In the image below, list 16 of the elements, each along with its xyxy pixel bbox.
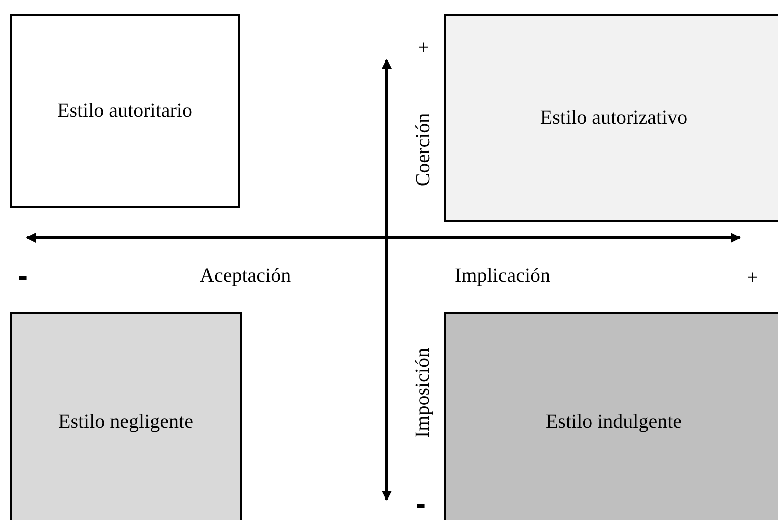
axis-label: Aceptación [200, 266, 292, 286]
axis-label: Imposición [413, 348, 433, 438]
minus-sign: - [18, 262, 28, 292]
quadrant-label: Estilo autorizativo [540, 106, 688, 130]
plus-sign: + [747, 268, 758, 288]
quadrant-box [10, 312, 242, 520]
plus-sign: + [418, 38, 430, 58]
quadrant-box [10, 14, 240, 208]
quadrant-label: Estilo negligente [58, 410, 194, 434]
axis-label: Coerción [413, 113, 434, 187]
minus-sign: - [416, 490, 426, 520]
quadrant-label: Estilo autoritario [58, 100, 192, 122]
quadrant-box [444, 312, 778, 520]
quadrant-box [444, 14, 778, 222]
axis-label: Implicación [455, 266, 551, 286]
quadrant-label: Estilo indulgente [546, 410, 682, 434]
